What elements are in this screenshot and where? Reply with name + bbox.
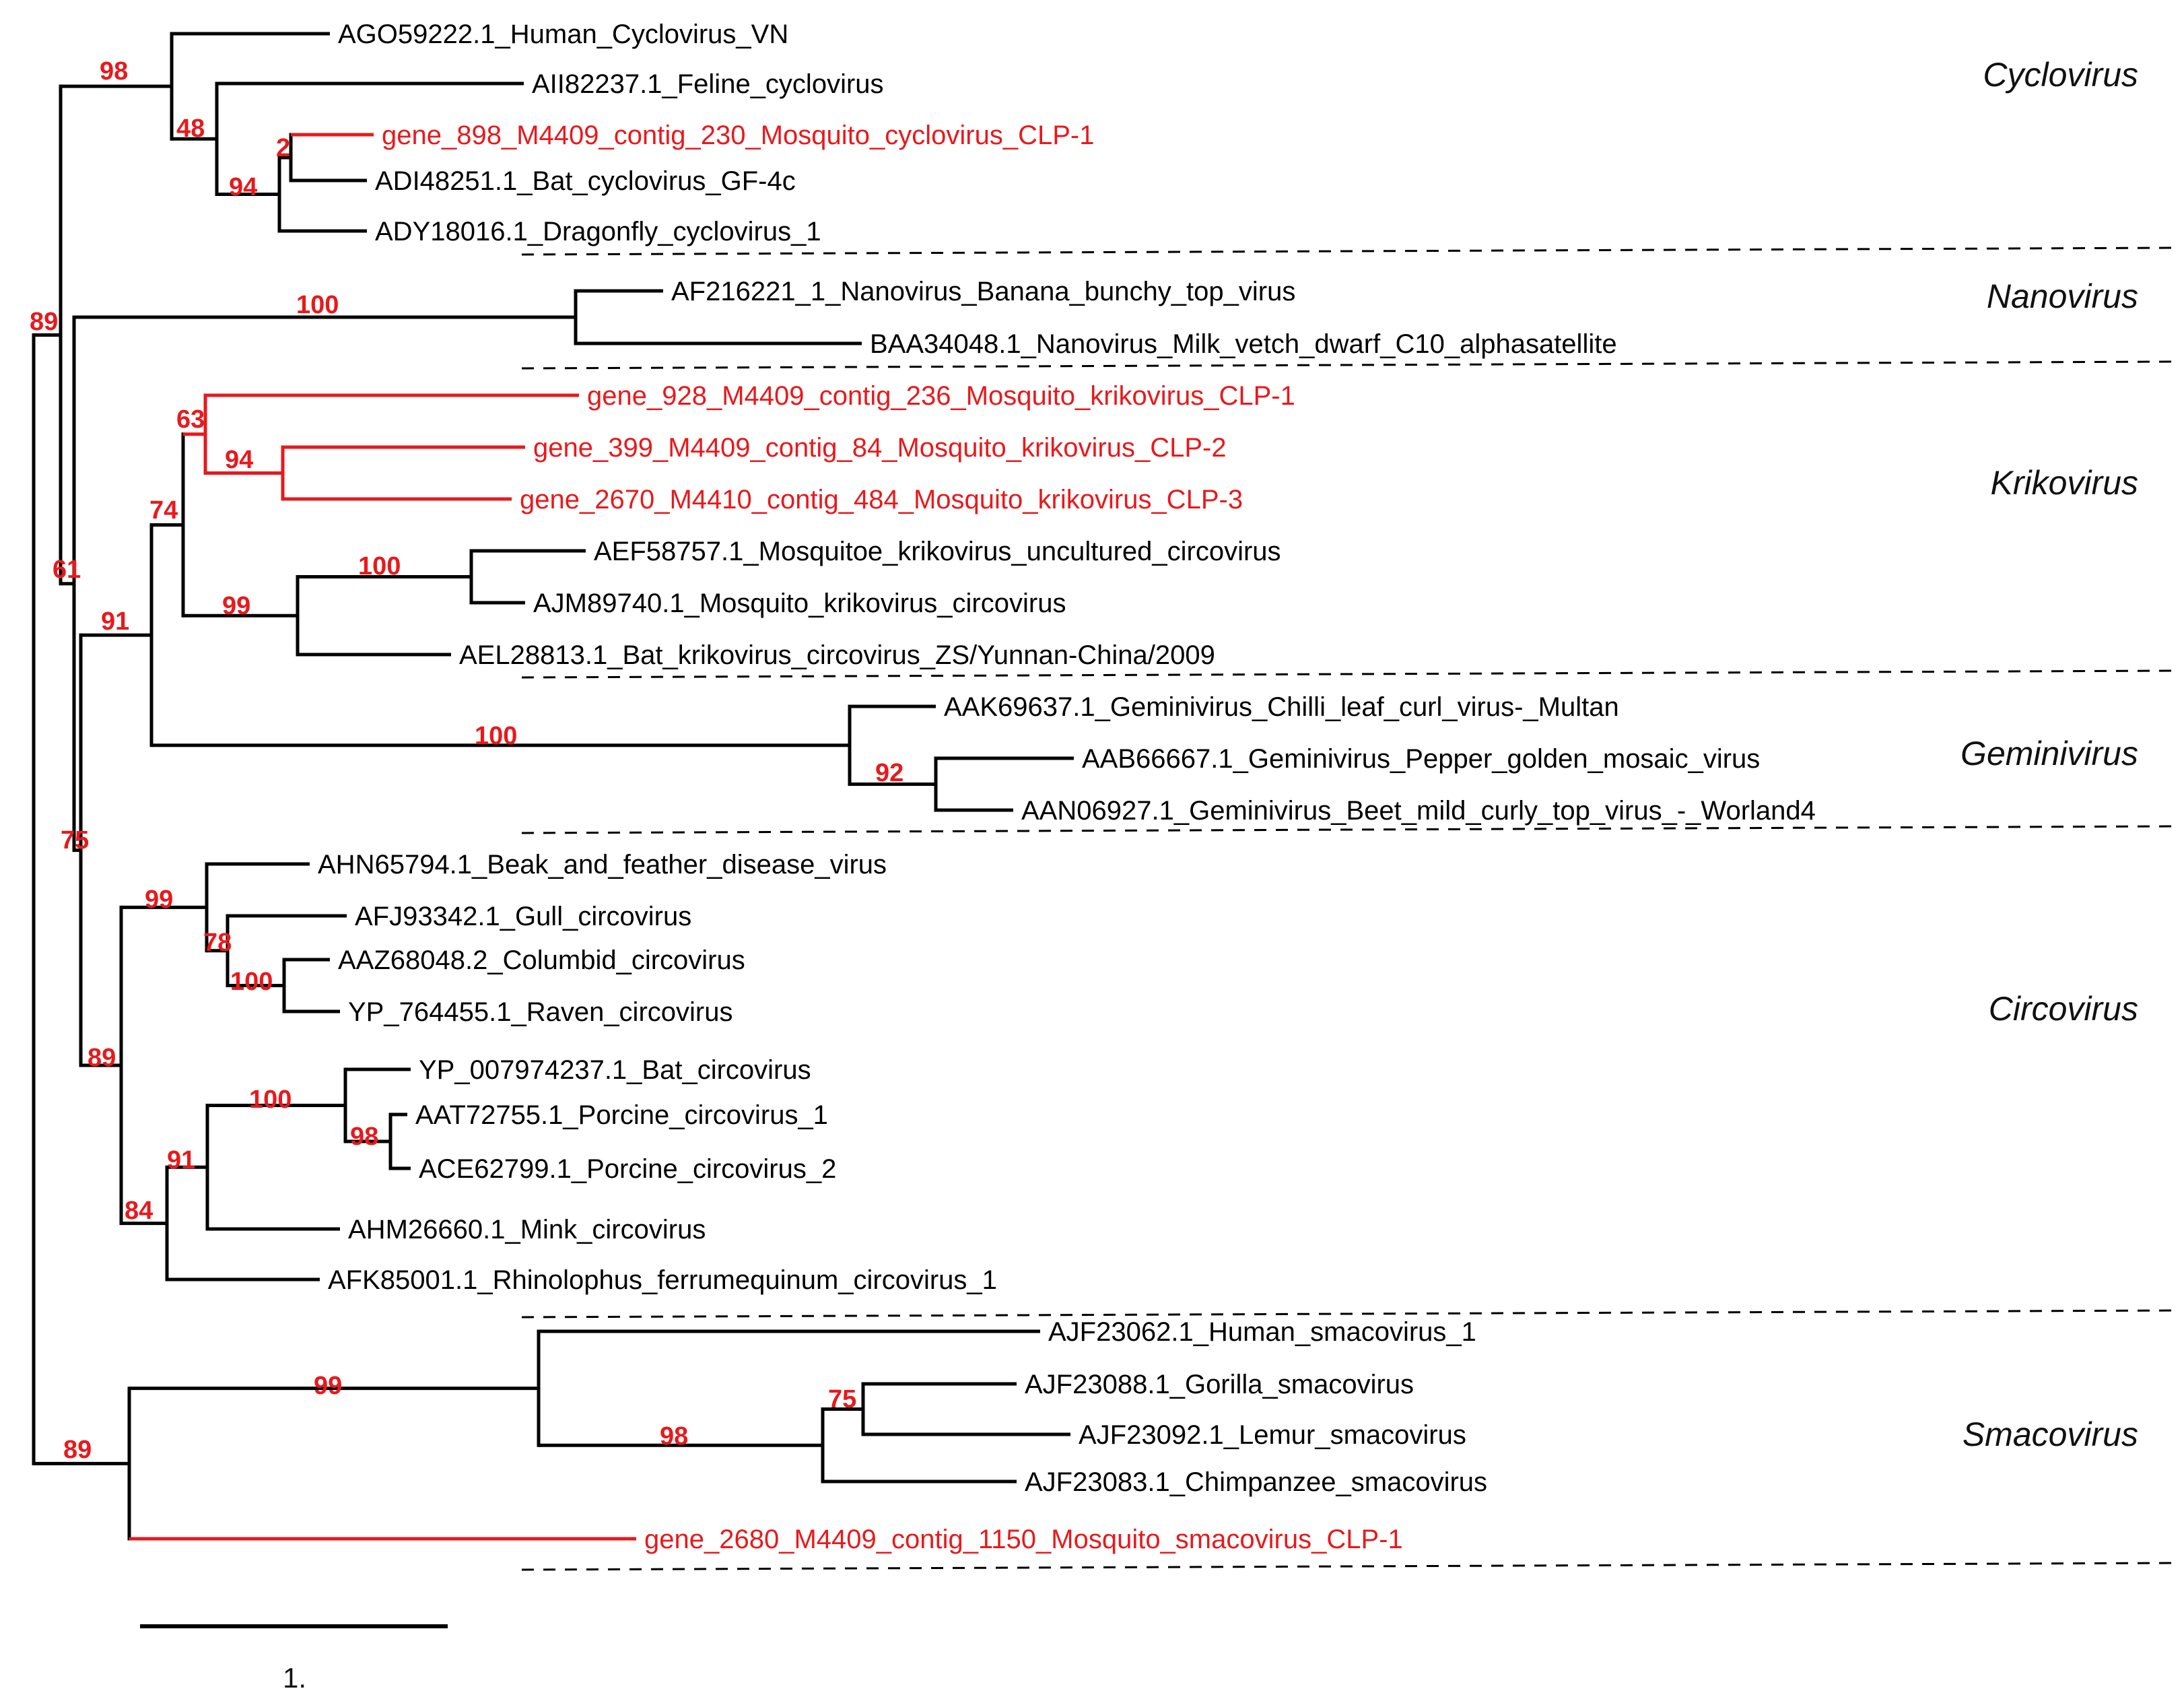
support-n89-top: 89 bbox=[30, 308, 58, 336]
leaf-label-af216221-1-nanovirus-banana-bunchy-top-virus: AF216221_1_Nanovirus_Banana_bunchy_top_v… bbox=[671, 277, 1295, 306]
leaf-label-ajm89740-1-mosquito-krikovirus-circovirus: AJM89740.1_Mosquito_krikovirus_circoviru… bbox=[533, 589, 1066, 618]
clade-label-circovirus: Circovirus bbox=[1989, 990, 2138, 1028]
leaf-label-gene-898-m4409-contig-230-mosquito-cyclovirus-clp-1: gene_898_M4409_contig_230_Mosquito_cyclo… bbox=[382, 121, 1095, 150]
leaf-label-gene-928-m4409-contig-236-mosquito-krikovirus-clp-1: gene_928_M4409_contig_236_Mosquito_kriko… bbox=[587, 381, 1295, 411]
clade-separator-1 bbox=[521, 246, 2175, 256]
leaf-label-ael28813-1-bat-krikovirus-circovirus-zs-yunnan-china-2009: AEL28813.1_Bat_krikovirus_circovirus_ZS/… bbox=[459, 640, 1215, 670]
leaf-label-ago59222-1-human-cyclovirus-vn: AGO59222.1_Human_Cyclovirus_VN bbox=[338, 20, 788, 49]
support-n94b: 94 bbox=[225, 446, 253, 474]
leaf-label-yp-007974237-1-bat-circovirus: YP_007974237.1_Bat_circovirus bbox=[419, 1055, 811, 1085]
support-n100-nano: 100 bbox=[296, 291, 339, 319]
support-n98-sma: 98 bbox=[660, 1422, 688, 1451]
support-n99-kriko: 99 bbox=[222, 592, 250, 620]
support-n89-circo: 89 bbox=[88, 1044, 116, 1072]
leaf-label-baa34048-1-nanovirus-milk-vetch-dwarf-c10-alphasatellite: BAA34048.1_Nanovirus_Milk_vetch_dwarf_C1… bbox=[870, 329, 1617, 359]
support-n99-circo: 99 bbox=[145, 886, 173, 914]
support-n63: 63 bbox=[176, 405, 205, 434]
clade-label-geminivirus: Geminivirus bbox=[1960, 735, 2138, 772]
support-n91-b: 91 bbox=[167, 1146, 195, 1174]
leaf-label-aan06927-1-geminivirus-beet-mild-curly-top-virus-worland4: AAN06927.1_Geminivirus_Beet_mild_curly_t… bbox=[1021, 796, 1816, 826]
support-n74: 74 bbox=[149, 496, 178, 525]
leaf-label-ajf23088-1-gorilla-smacovirus: AJF23088.1_Gorilla_smacovirus bbox=[1025, 1370, 1414, 1399]
scale-bar: 1. bbox=[140, 1624, 448, 1694]
leaf-label-gene-2670-m4410-contig-484-mosquito-krikovirus-clp-3: gene_2670_M4410_contig_484_Mosquito_krik… bbox=[520, 485, 1243, 514]
leaf-label-gene-2680-m4409-contig-1150-mosquito-smacovirus-clp-1: gene_2680_M4409_contig_1150_Mosquito_sma… bbox=[644, 1525, 1403, 1554]
leaf-label-ajf23092-1-lemur-smacovirus: AJF23092.1_Lemur_smacovirus bbox=[1079, 1420, 1466, 1450]
support-n89-sma: 89 bbox=[63, 1436, 92, 1464]
leaf-label-yp-764455-1-raven-circovirus: YP_764455.1_Raven_circovirus bbox=[348, 997, 732, 1027]
clade-label-nanovirus: Nanovirus bbox=[1987, 277, 2138, 315]
support-n84: 84 bbox=[125, 1197, 153, 1225]
leaf-label-aak69637-1-geminivirus-chilli-leaf-curl-virus-multan: AAK69637.1_Geminivirus_Chilli_leaf_curl_… bbox=[944, 692, 1619, 722]
support-n100-bat: 100 bbox=[249, 1086, 292, 1114]
leaf-label-adi48251-1-bat-cyclovirus-gf-4c: ADI48251.1_Bat_cyclovirus_GF-4c bbox=[375, 166, 796, 196]
support-n91-a: 91 bbox=[101, 607, 129, 636]
support-n100-kriko: 100 bbox=[358, 552, 401, 580]
support-n48: 48 bbox=[176, 114, 205, 143]
leaf-label-aat72755-1-porcine-circovirus-1: AAT72755.1_Porcine_circovirus_1 bbox=[415, 1100, 828, 1130]
leaf-label-ajf23083-1-chimpanzee-smacovirus: AJF23083.1_Chimpanzee_smacovirus bbox=[1025, 1467, 1487, 1497]
clade-separator-2 bbox=[521, 360, 2175, 370]
leaf-label-aaz68048-2-columbid-circovirus: AAZ68048.2_Columbid_circovirus bbox=[338, 945, 745, 975]
leaf-label-afj93342-1-gull-circovirus: AFJ93342.1_Gull_circovirus bbox=[355, 902, 691, 931]
leaf-label-ace62799-1-porcine-circovirus-2: ACE62799.1_Porcine_circovirus_2 bbox=[419, 1154, 836, 1184]
support-n98: 98 bbox=[100, 57, 128, 86]
clade-separator-3 bbox=[521, 669, 2175, 679]
leaf-label-ahn65794-1-beak-and-feather-disease-virus: AHN65794.1_Beak_and_feather_disease_viru… bbox=[318, 850, 887, 879]
support-n61: 61 bbox=[53, 556, 81, 584]
support-n99-sma: 99 bbox=[314, 1372, 342, 1400]
leaf-label-aab66667-1-geminivirus-pepper-golden-mosaic-virus: AAB66667.1_Geminivirus_Pepper_golden_mos… bbox=[1082, 744, 1760, 774]
clade-separator-4 bbox=[521, 825, 2175, 834]
support-n100-gemini: 100 bbox=[475, 722, 517, 750]
support-values: 2 94 48 98 100 94 63 100 99 74 92 100 91 100 78 99 98 100… bbox=[30, 57, 903, 1464]
support-n100-col: 100 bbox=[230, 968, 273, 996]
clade-label-krikovirus: Krikovirus bbox=[1991, 464, 2138, 502]
clade-labels: Cyclovirus Nanovirus Krikovirus Geminivi… bbox=[1960, 56, 2138, 1453]
leaf-label-gene-399-m4409-contig-84-mosquito-krikovirus-clp-2: gene_399_M4409_contig_84_Mosquito_krikov… bbox=[533, 433, 1227, 463]
leaf-label-aef58757-1-mosquitoe-krikovirus-uncultured-circovirus: AEF58757.1_Mosquitoe_krikovirus_uncultur… bbox=[594, 537, 1281, 566]
clade-label-smacovirus: Smacovirus bbox=[1963, 1416, 2138, 1453]
support-n75-sma: 75 bbox=[828, 1385, 856, 1413]
support-n2: 2 bbox=[276, 134, 290, 162]
clade-label-cyclovirus: Cyclovirus bbox=[1983, 56, 2138, 94]
support-n75: 75 bbox=[61, 826, 89, 855]
clade-separator-6 bbox=[521, 1562, 2175, 1571]
support-n98-porc: 98 bbox=[350, 1123, 378, 1151]
leaf-label-ajf23062-1-human-smacovirus-1: AJF23062.1_Human_smacovirus_1 bbox=[1048, 1317, 1476, 1347]
tip-labels: AGO59222.1_Human_Cyclovirus_VN AII82237.1… bbox=[318, 20, 1816, 1554]
leaf-label-afk85001-1-rhinolophus-ferrumequinum-circovirus-1: AFK85001.1_Rhinolophus_ferrumequinum_cir… bbox=[328, 1265, 997, 1295]
tree-branches bbox=[32, 32, 1074, 1541]
leaf-label-ady18016-1-dragonfly-cyclovirus-1: ADY18016.1_Dragonfly_cyclovirus_1 bbox=[375, 217, 821, 246]
support-n94a: 94 bbox=[229, 173, 257, 201]
clade-separator-5 bbox=[521, 1309, 2175, 1319]
support-n78: 78 bbox=[203, 929, 232, 957]
clade-separators bbox=[521, 246, 2175, 1571]
scale-bar-label: 1. bbox=[283, 1662, 306, 1694]
leaf-label-aii82237-1-feline-cyclovirus: AII82237.1_Feline_cyclovirus bbox=[532, 69, 884, 99]
support-n92: 92 bbox=[875, 759, 903, 787]
leaf-label-ahm26660-1-mink-circovirus: AHM26660.1_Mink_circovirus bbox=[348, 1215, 706, 1244]
